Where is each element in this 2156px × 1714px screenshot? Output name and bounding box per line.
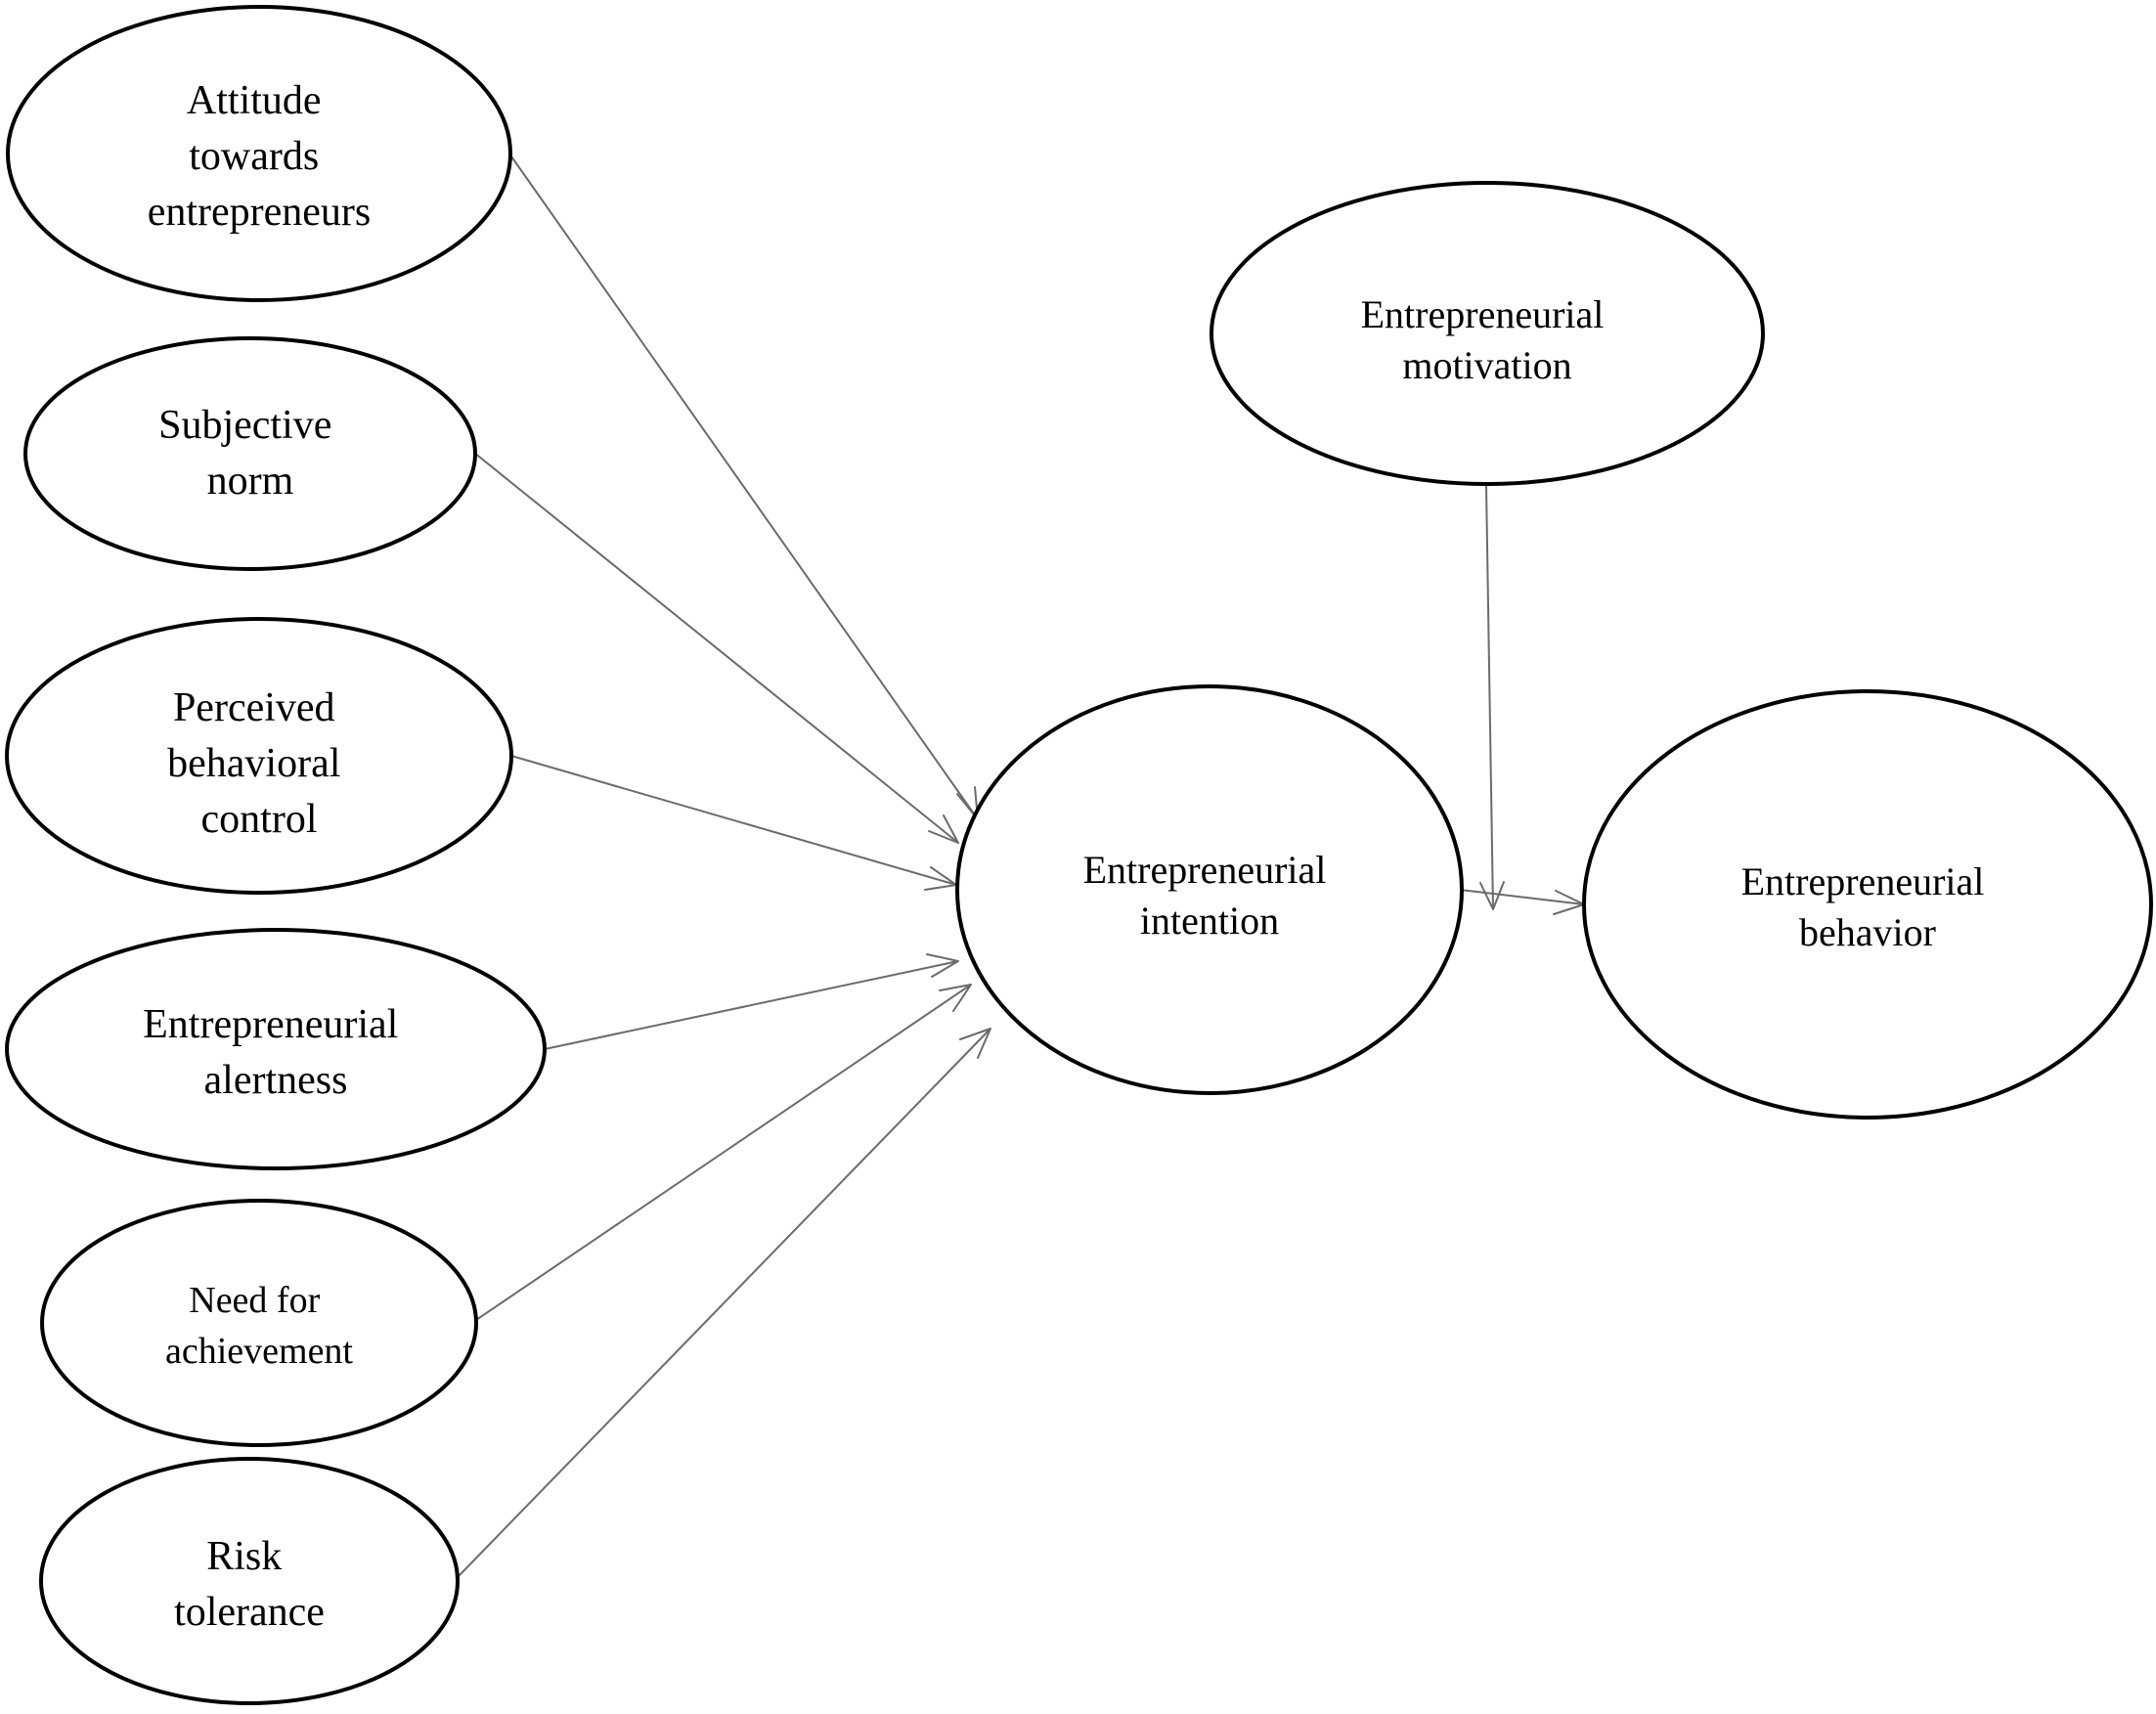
- edge-intention-to-behavior: [1459, 889, 1585, 905]
- edge-alertness-to-intention: [544, 960, 959, 1050]
- edges: [457, 155, 1585, 1578]
- arrowhead-achievement-to-intention: [939, 984, 972, 1012]
- node-perceived-behavioral-control: Perceived behavioral control: [5, 617, 513, 895]
- edge-risk-to-intention: [457, 1028, 991, 1578]
- arrowhead-risk-to-intention: [959, 1028, 991, 1059]
- node-subjective-norm: Subjective norm: [23, 336, 477, 571]
- arrowhead-perceived-control-to-intention: [924, 866, 957, 891]
- node-label-achievement: Need for achievement: [165, 1280, 353, 1372]
- node-risk-tolerance: Risk tolerance: [39, 1457, 460, 1705]
- node-label-motivation: Entrepreneurial motivation: [1361, 292, 1614, 387]
- edge-achievement-to-intention: [475, 984, 972, 1321]
- node-label-subjective-norm: Subjective norm: [158, 403, 342, 504]
- edge-subjective-norm-to-intention: [473, 452, 959, 844]
- arrowhead-subjective-norm-to-intention: [928, 814, 959, 844]
- node-label-attitude: Attitude towards entrepreneurs: [148, 78, 372, 235]
- node-label-intention: Entrepreneurial intention: [1083, 848, 1337, 943]
- node-label-behavior: Entrepreneurial behavior: [1741, 859, 1995, 954]
- arrowhead-alertness-to-intention: [926, 953, 959, 978]
- edge-perceived-control-to-intention: [510, 755, 957, 886]
- node-attitude-towards-entrepreneurs: Attitude towards entrepreneurs: [6, 5, 512, 302]
- node-entrepreneurial-intention: Entrepreneurial intention: [955, 684, 1464, 1095]
- edge-attitude-to-intention: [510, 155, 979, 820]
- edge-motivation-moderation: [1485, 484, 1494, 910]
- node-entrepreneurial-motivation: Entrepreneurial motivation: [1210, 181, 1765, 486]
- node-label-risk: Risk tolerance: [174, 1534, 325, 1635]
- node-label-alertness: Entrepreneurial alertness: [143, 1002, 409, 1103]
- node-need-for-achievement: Need for achievement: [40, 1199, 478, 1447]
- node-label-perceived-control: Perceived behavioral control: [167, 685, 351, 842]
- node-entrepreneurial-alertness: Entrepreneurial alertness: [5, 928, 547, 1170]
- arrowhead-motivation-moderation: [1479, 881, 1505, 910]
- node-entrepreneurial-behavior: Entrepreneurial behavior: [1582, 689, 2153, 1120]
